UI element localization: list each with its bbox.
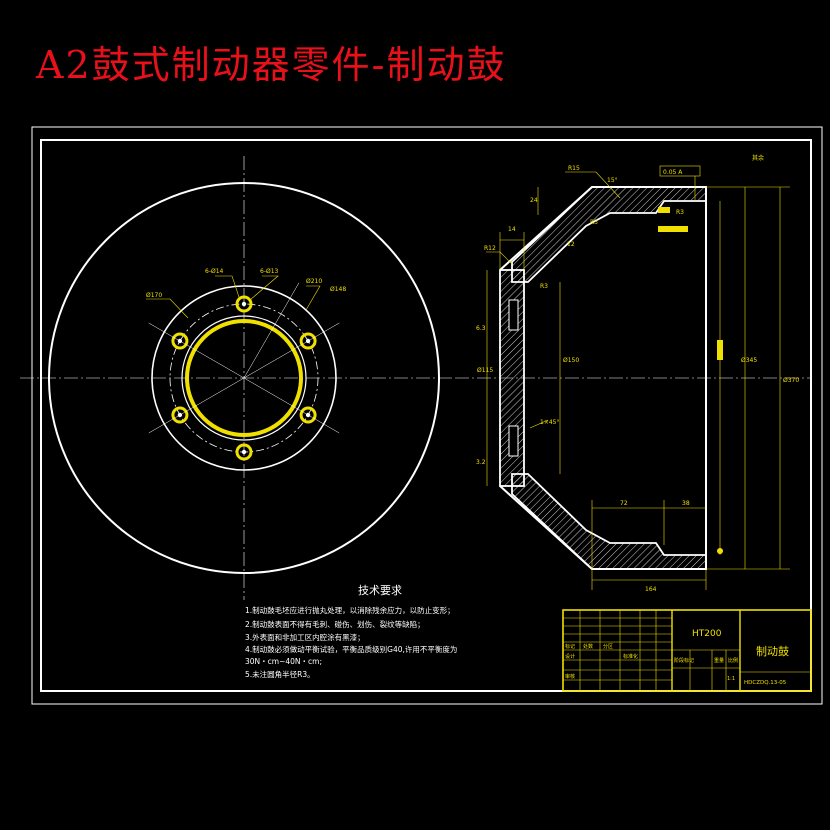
tolerance-frame: [659, 165, 701, 177]
tech-req-item: 2.制动鼓表面不得有毛刺、碰伤、划伤、裂纹等缺陷；: [245, 619, 425, 629]
label-dim-164: 164: [645, 586, 657, 593]
technical-requirements: 技术要求 1.制动鼓毛坯应进行抛丸处理，以消除残余应力，以防止变形； 2.制动鼓…: [245, 584, 457, 679]
material-text: HT200: [692, 629, 722, 639]
label-r-c: R3: [540, 283, 548, 290]
leader-pcd-a: [305, 285, 321, 311]
bolt-hole: [299, 332, 317, 350]
label-d-outer: Ø370: [783, 377, 799, 384]
label-dim-14: 14: [508, 226, 516, 233]
front-view: 6-Ø14 6-Ø13 Ø170 Ø210 Ø148: [20, 156, 455, 600]
stage-label: 比例: [728, 657, 738, 664]
radial-leader: [243, 282, 300, 379]
lower-wall-section: [511, 473, 707, 570]
audit-label: 审核: [565, 673, 575, 680]
leader-holes-a: [215, 275, 241, 301]
label-pcd-a: Ø210: [306, 278, 322, 285]
bolt-holes: [171, 295, 317, 461]
label-r-b: R3: [590, 219, 598, 226]
label-chamfer: 1×45°: [540, 419, 559, 426]
tech-req-item: 30N・cm~40N・cm;: [245, 657, 322, 666]
bolt-hole-section-lower: [508, 425, 519, 457]
hub-bore-outline: [181, 315, 307, 441]
section-view: 其余 R15 15° 0.05 A R3 R3 24 12 14 R12 R3 …: [455, 154, 812, 593]
label-d-left-2: Ø150: [563, 357, 579, 364]
tech-req-item: 4.制动鼓必须做动平衡试验，平衡品质级别G40,许用不平衡度为: [245, 644, 457, 654]
bolt-hole-section-upper: [508, 299, 519, 331]
tech-req-item: 3.外表面和非加工区内腔涂有黑漆；: [245, 632, 365, 642]
row-label: 处数: [583, 643, 593, 650]
pilot-ring: [185, 319, 303, 437]
dim-marker-bottom: [717, 548, 723, 554]
tech-req-item: 1.制动鼓毛坯应进行抛丸处理，以消除残余应力，以防止变形；: [245, 605, 455, 615]
bolt-hole-center: [241, 301, 247, 307]
bolt-hole: [171, 406, 189, 424]
label-pcd-b: Ø148: [330, 286, 346, 293]
title-block-frame: [562, 609, 812, 692]
stage-label: 重量: [714, 657, 724, 664]
bolt-hole: [235, 295, 253, 313]
bolt-hole: [235, 443, 253, 461]
leader-r-top: [565, 171, 621, 199]
label-r-a: R3: [676, 209, 684, 216]
scale-value: 1:1: [727, 676, 735, 682]
bolt-hole: [299, 406, 317, 424]
label-r-left: R12: [484, 245, 496, 252]
label-d-big: Ø345: [741, 357, 757, 364]
label-rough-a: 6.3: [476, 325, 486, 332]
stage-label: 阶段标记: [674, 657, 694, 664]
label-dim-38: 38: [682, 500, 690, 507]
bolt-hole: [171, 332, 189, 350]
row-label: 标记: [565, 643, 575, 650]
leader-r-left: [486, 251, 513, 265]
title-block: HT200 制动鼓 HDCZDQ.13-05 标记 处数 分区 设计 标准化 阶…: [562, 609, 812, 692]
rough-marker-a: [658, 207, 670, 213]
row-label: 分区: [603, 643, 613, 650]
leader-holes-b: [249, 275, 279, 301]
label-rough-b: 3.2: [476, 459, 486, 466]
radial-leader: [243, 322, 340, 379]
leader-chamfer: [529, 419, 549, 429]
label-holes-a: 6-Ø14: [205, 268, 224, 275]
label-dim-72: 72: [620, 500, 628, 507]
rough-marker-b: [658, 226, 688, 232]
label-dim-thk: 24: [530, 197, 538, 204]
sign-label: 标准化: [623, 653, 638, 660]
tech-req-title: 技术要求: [358, 584, 402, 597]
label-pcd-left: Ø170: [146, 292, 162, 299]
dim-marker-d-big: [717, 340, 723, 360]
leader-pcd-left: [146, 298, 189, 319]
bolt-hole-center: [241, 449, 247, 455]
label-d-left-1: Ø115: [477, 367, 493, 374]
page-title: A2鼓式制动器零件-制动鼓: [36, 43, 507, 87]
hub-outer-circle: [151, 285, 337, 471]
drum-outer-circle: [48, 182, 440, 574]
radial-leader: [243, 377, 340, 434]
label-dim-12: 12: [567, 241, 575, 248]
label-r-top: R15: [568, 165, 580, 172]
label-roughness-top: 其余: [752, 154, 764, 162]
sign-label: 设计: [565, 653, 575, 660]
tech-req-item: 5.未注圆角半径R3。: [245, 669, 315, 679]
radial-leader-lines: [148, 282, 340, 434]
label-holes-b: 6-Ø13: [260, 268, 279, 275]
upper-wall-section: [511, 186, 707, 283]
label-angle-top: 15°: [607, 177, 618, 184]
inner-sheet-border: [40, 139, 812, 692]
outer-sheet-border: [31, 126, 823, 705]
radial-leader: [148, 377, 245, 434]
part-name-text: 制动鼓: [756, 644, 789, 658]
drawing-number: HDCZDQ.13-05: [744, 680, 787, 686]
label-tol-frame: 0.05 A: [663, 169, 683, 176]
radial-leader: [148, 322, 245, 379]
